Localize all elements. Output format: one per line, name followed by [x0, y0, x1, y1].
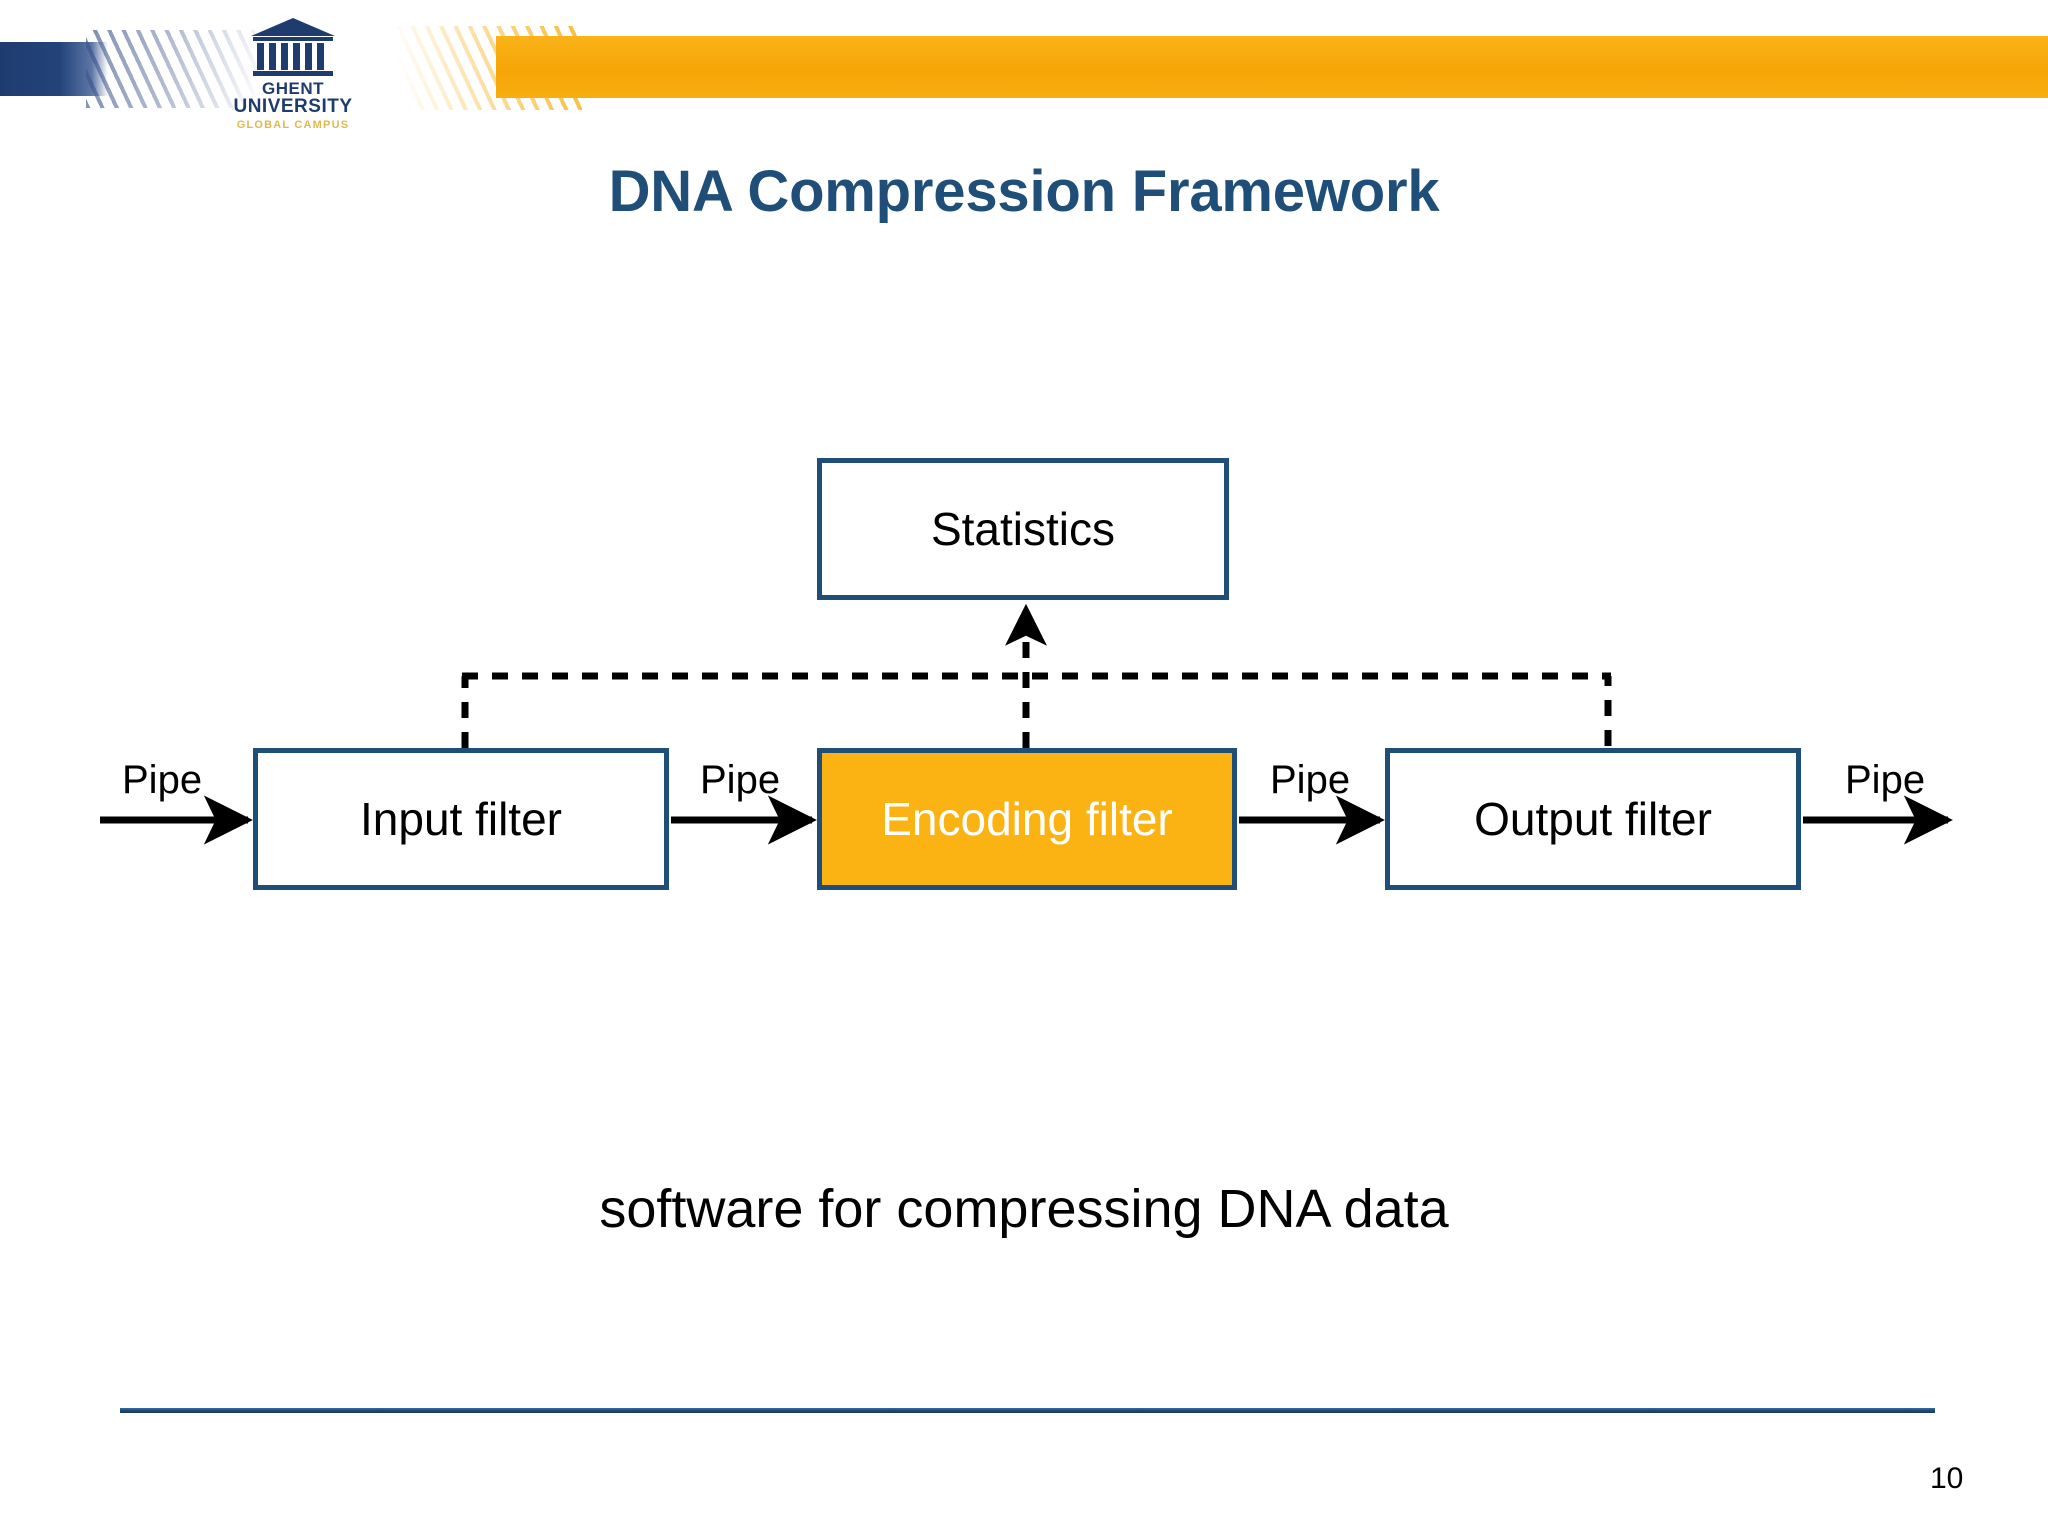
- block-input-filter-label: Input filter: [360, 793, 562, 845]
- ghent-university-logo: GHENT UNIVERSITY GLOBAL CAMPUS: [228, 16, 358, 136]
- block-encoding-filter-label: Encoding filter: [881, 793, 1173, 845]
- page-number: 10: [1930, 1462, 1964, 1495]
- pipe-label-encoding-to-output: Pipe: [1270, 758, 1351, 802]
- pipe-label-output: Pipe: [1845, 758, 1926, 802]
- pipe-label-input: Pipe: [122, 758, 203, 802]
- block-input-filter[interactable]: Input filter: [253, 748, 669, 890]
- page-title: DNA Compression Framework: [608, 159, 1440, 224]
- temple-icon: [251, 18, 335, 76]
- slide-caption: software for compressing DNA data: [599, 1179, 1449, 1239]
- pipe-label-input-to-encoding: Pipe: [700, 758, 781, 802]
- block-output-filter-label: Output filter: [1474, 793, 1712, 845]
- block-encoding-filter[interactable]: Encoding filter: [817, 748, 1237, 890]
- logo-line-global-campus: GLOBAL CAMPUS: [236, 118, 350, 131]
- logo-line-university: UNIVERSITY: [233, 96, 353, 118]
- header-blue-brush-icon: [86, 30, 276, 108]
- block-statistics[interactable]: Statistics: [817, 458, 1229, 600]
- block-output-filter[interactable]: Output filter: [1385, 748, 1801, 890]
- header-orange-band: [496, 36, 2048, 98]
- footer-divider: [120, 1408, 1935, 1413]
- logo-line-ghent: GHENT: [262, 79, 324, 98]
- block-statistics-label: Statistics: [930, 503, 1116, 555]
